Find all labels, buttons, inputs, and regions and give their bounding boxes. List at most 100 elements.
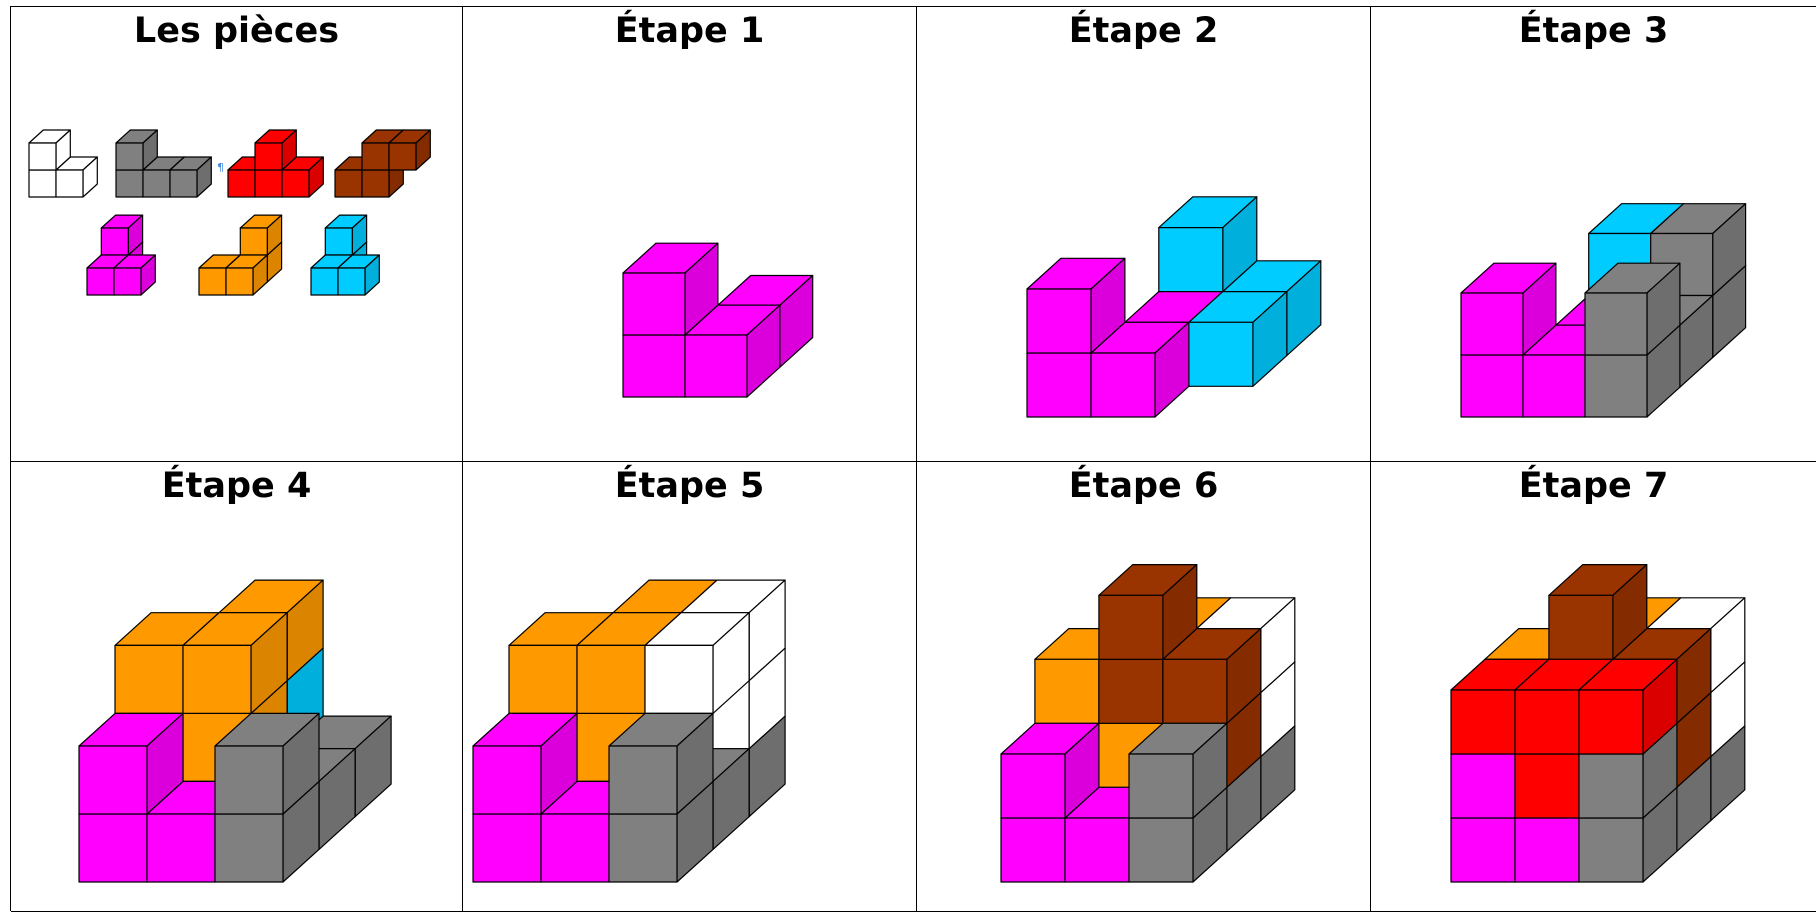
cube-front-face <box>338 268 365 295</box>
cube-front-face <box>282 170 309 197</box>
cell-step-7: Étape 7 <box>1371 462 1816 912</box>
cube-front-face <box>56 170 83 197</box>
cube-front-face <box>1461 355 1523 417</box>
cube-front-face <box>199 268 226 295</box>
cube-front-face <box>1451 818 1515 882</box>
cube-front-face <box>1585 293 1647 355</box>
steps-table: Les pièces ¶ Étape 1 Étape 2 Étape 3 Éta… <box>10 6 1816 911</box>
cube-front-face <box>609 814 677 882</box>
cube-figure <box>463 7 917 462</box>
cube-front-face <box>1035 659 1099 723</box>
cube-front-face <box>1549 595 1613 659</box>
cell-step-1: Étape 1 <box>463 7 917 462</box>
cube-figure <box>917 7 1371 462</box>
cube-front-face <box>509 645 577 713</box>
cube-front-face <box>116 170 143 197</box>
cube-front-face <box>1099 659 1163 723</box>
assembly-step-5 <box>473 580 785 882</box>
cube-front-face <box>577 645 645 713</box>
cube-figure <box>463 462 917 912</box>
cube-front-face <box>114 268 141 295</box>
cube-front-face <box>645 645 713 713</box>
cube-front-face <box>215 814 283 882</box>
cube-front-face <box>1001 754 1065 818</box>
cube-figure <box>1371 462 1816 912</box>
cube-front-face <box>143 170 170 197</box>
cube-front-face <box>335 170 362 197</box>
cube-front-face <box>1585 355 1647 417</box>
cube-front-face <box>29 170 56 197</box>
piece-white <box>29 130 97 197</box>
piece-grey <box>116 130 211 197</box>
cube-front-face <box>1027 353 1091 417</box>
cube-front-face <box>226 268 253 295</box>
piece-cyan <box>311 215 379 295</box>
cube-front-face <box>183 645 251 713</box>
cube-front-face <box>115 645 183 713</box>
cube-front-face <box>473 746 541 814</box>
assembly-step-4 <box>79 580 391 882</box>
cell-step-4: Étape 4 <box>11 462 463 912</box>
cube-front-face <box>1579 818 1643 882</box>
assembly-step-1 <box>623 243 813 397</box>
cell-step-3: Étape 3 <box>1371 7 1816 462</box>
piece-orange <box>199 215 282 295</box>
cube-front-face <box>1129 818 1193 882</box>
piece-brown <box>335 130 430 197</box>
cube-front-face <box>623 273 685 335</box>
cube-front-face <box>1451 690 1515 754</box>
cube-front-face <box>1523 355 1585 417</box>
cube-front-face <box>1461 293 1523 355</box>
cube-front-face <box>29 143 56 170</box>
cube-front-face <box>255 170 282 197</box>
cube-front-face <box>116 143 143 170</box>
cube-front-face <box>1001 818 1065 882</box>
cube-front-face <box>1065 818 1129 882</box>
cube-front-face <box>389 143 416 170</box>
cube-front-face <box>1159 228 1223 292</box>
cell-step-2: Étape 2 <box>917 7 1371 462</box>
cube-front-face <box>623 335 685 397</box>
cube-front-face <box>79 746 147 814</box>
cube-front-face <box>147 814 215 882</box>
cube-front-face <box>541 814 609 882</box>
cube-front-face <box>255 143 282 170</box>
cube-front-face <box>87 268 114 295</box>
cube-front-face <box>1515 818 1579 882</box>
cube-front-face <box>473 814 541 882</box>
assembly-step-7 <box>1451 565 1745 882</box>
cube-front-face <box>609 746 677 814</box>
cube-figure <box>11 7 463 462</box>
cube-front-face <box>685 335 747 397</box>
cube-front-face <box>101 228 128 255</box>
cube-front-face <box>325 228 352 255</box>
piece-magenta <box>87 215 155 295</box>
cube-front-face <box>362 170 389 197</box>
cube-front-face <box>1579 690 1643 754</box>
cube-front-face <box>362 143 389 170</box>
cube-front-face <box>1099 595 1163 659</box>
cube-front-face <box>1091 353 1155 417</box>
cube-front-face <box>1579 754 1643 818</box>
piece-red <box>228 130 323 197</box>
cube-front-face <box>1451 754 1515 818</box>
cube-front-face <box>1515 690 1579 754</box>
cube-front-face <box>1515 754 1579 818</box>
assembly-step-2 <box>1027 197 1321 417</box>
cube-front-face <box>170 170 197 197</box>
assembly-step-6 <box>1001 565 1295 882</box>
cell-pieces: Les pièces ¶ <box>11 7 463 462</box>
cube-front-face <box>1163 659 1227 723</box>
cube-figure <box>11 462 463 912</box>
cube-front-face <box>311 268 338 295</box>
cube-figure <box>1371 7 1816 462</box>
cube-front-face <box>228 170 255 197</box>
assembly-step-3 <box>1461 204 1746 417</box>
cell-step-6: Étape 6 <box>917 462 1371 912</box>
cube-front-face <box>1189 322 1253 386</box>
cube-front-face <box>79 814 147 882</box>
cube-front-face <box>215 746 283 814</box>
cube-figure <box>917 462 1371 912</box>
cube-front-face <box>1027 289 1091 353</box>
cube-front-face <box>240 228 267 255</box>
